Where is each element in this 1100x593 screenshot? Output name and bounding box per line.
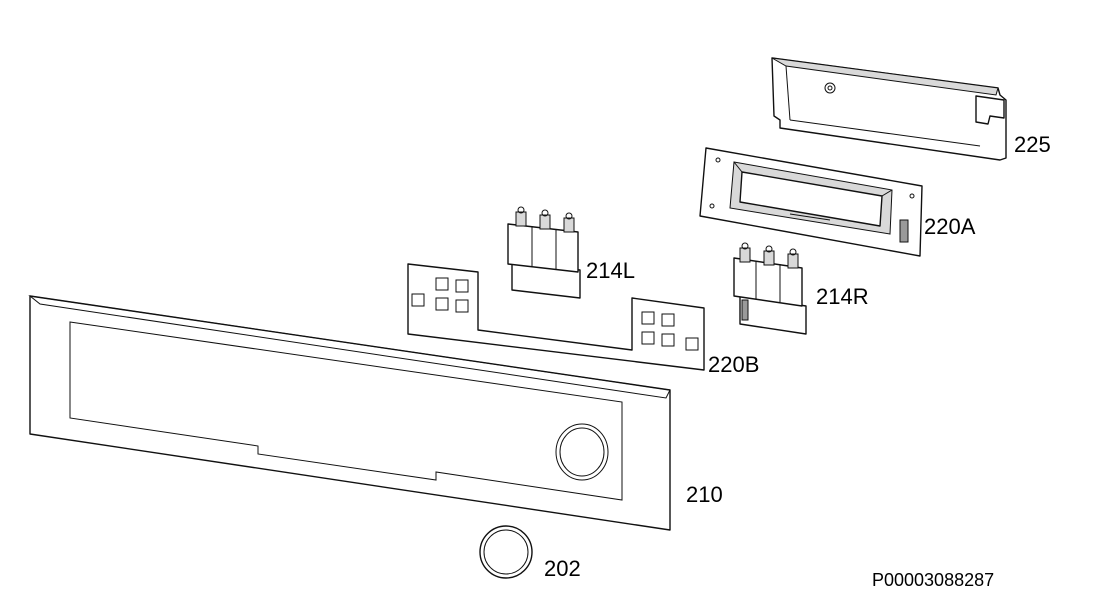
part-214L-key-block (507, 206, 581, 299)
label-220A: 220A (924, 214, 976, 239)
label-210: 210 (686, 482, 723, 507)
part-210-control-panel (28, 295, 671, 531)
label-214L: 214L (586, 258, 635, 283)
part-202-ring (479, 525, 533, 579)
label-202: 202 (544, 556, 581, 581)
part-225-bracket (771, 57, 1007, 161)
drawing-code: P00003088287 (872, 570, 994, 590)
label-220B: 220B (708, 352, 759, 377)
part-214R-key-block (733, 242, 807, 335)
label-225: 225 (1014, 132, 1051, 157)
part-220B-sensor-board (407, 263, 705, 371)
part-220A-display-board (699, 147, 923, 257)
label-214R: 214R (816, 284, 869, 309)
